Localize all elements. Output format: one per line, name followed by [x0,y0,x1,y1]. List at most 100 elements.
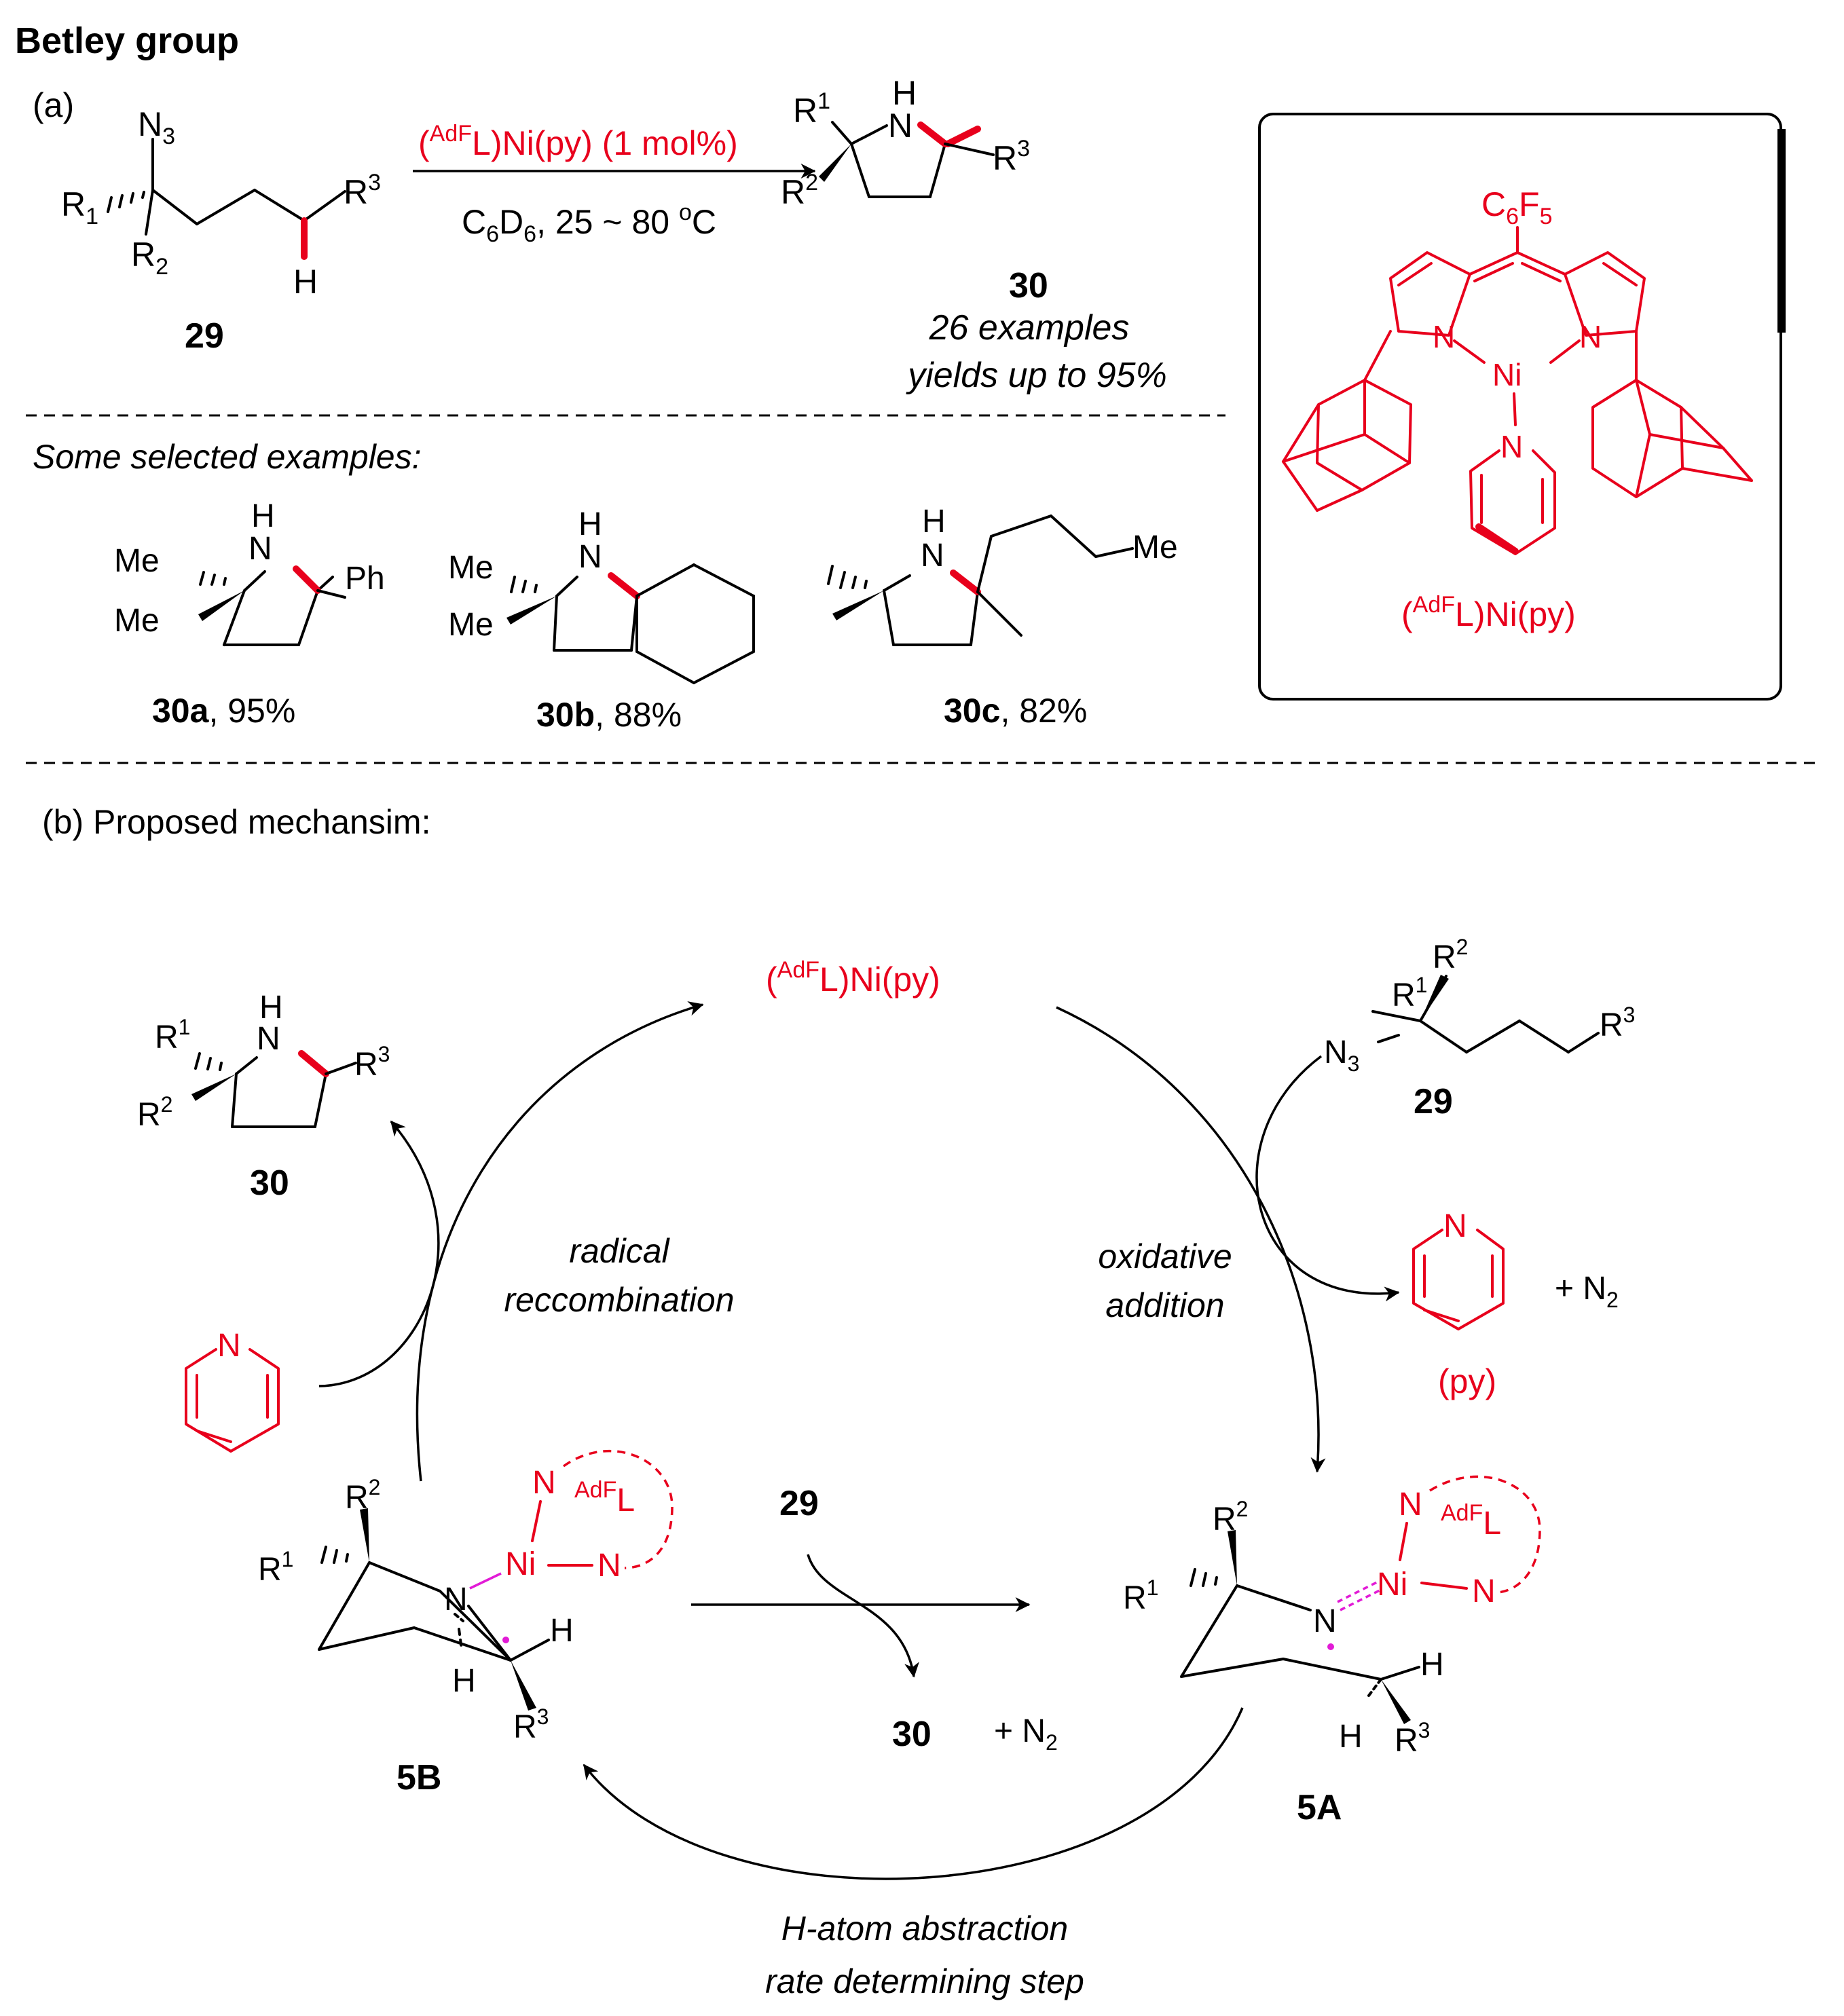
atom-n: N [217,1328,241,1364]
superscript-2: 2 [1456,935,1469,959]
svg-text:(AdFL)Ni(py): (AdFL)Ni(py) [1401,592,1576,633]
svg-text:AdFL: AdFL [1441,1500,1501,1542]
product-id-30: 30 [250,1163,289,1203]
atom-n: N [1472,1573,1496,1609]
svg-text:R3: R3 [1600,1003,1635,1043]
atom-h: H [550,1613,574,1649]
svg-text:(AdFL)Ni(py) (1 mol%): (AdFL)Ni(py) (1 mol%) [418,121,738,162]
atom-n: N [1324,1034,1348,1070]
product-30-structure: H N R3 R1 R2 [781,74,1030,211]
pyridine-right: N [1412,1208,1505,1330]
selected-caption: Some selected examples: [33,438,422,476]
r-group: R [1213,1501,1236,1537]
atom-h: H [452,1663,476,1699]
c6f5-c: C [1481,185,1506,223]
superscript-2: 2 [805,170,818,195]
subscript-2: 2 [1606,1288,1619,1312]
ligand-superscript: AdF [574,1477,616,1503]
svg-text:30c, 82%: 30c, 82% [944,692,1087,730]
ligand-l: L [1483,1506,1501,1542]
r-group: R [137,1097,161,1133]
r-group: R [258,1552,282,1588]
cycle-arrow-right [1056,1006,1326,1473]
svg-text:AdFL: AdFL [574,1477,635,1518]
product-id-30: 30 [1009,266,1048,305]
intermediate-label-5a: 5A [1297,1788,1342,1827]
atom-h: H [1339,1719,1363,1755]
catalyst-superscript: AdF [1413,592,1455,618]
substrate-29-structure: R1 R2 R3 N3 [1324,935,1635,1076]
example-id-30c: 30c [944,692,1000,730]
example-yield-30c: , 82% [1000,692,1087,730]
atom-n: N [444,1582,468,1618]
cond-degree: o [679,200,692,225]
atom-n: N [597,1548,621,1584]
superscript-3: 3 [1623,1003,1636,1027]
methyl: Me [1132,529,1178,565]
atom-n: N [921,538,944,574]
paren-open: ( [418,124,430,162]
r-group: R [1123,1580,1147,1616]
superscript-3: 3 [1017,136,1030,162]
example-yield-30b: , 88% [595,696,682,734]
atom-n: N [578,539,602,575]
atom-n: N [257,1021,280,1057]
substrate-id-29: 29 [185,316,224,356]
r-group: R [1392,977,1416,1013]
byproduct-n2: + N [1555,1271,1606,1307]
atom-n: N [248,531,272,567]
intermediate-5b-structure: R2 R1 N H H R3 Ni N N AdFL [258,1449,674,1745]
r-group: R [1433,939,1456,975]
r-group: R [61,185,86,223]
svg-text:R2: R2 [781,170,818,211]
atom-n: N [532,1465,556,1501]
r-group: R [131,236,155,274]
subscript-3: 3 [1348,1051,1360,1076]
r-group: R [781,173,805,211]
step-label-oxidative: oxidative [1098,1237,1232,1275]
atom-n: N [1579,319,1602,354]
svg-text:N3: N3 [1324,1034,1359,1076]
atom-n: N [1433,319,1455,354]
svg-text:30a, 95%: 30a, 95% [152,692,295,730]
catalyst-superscript: AdF [777,957,819,983]
atom-ni: Ni [505,1546,536,1582]
header-title: Betley group [15,20,239,61]
atom-h: H [578,506,602,542]
ligand-l: L [616,1482,635,1518]
superscript-2: 2 [161,1092,173,1117]
methyl: Me [448,550,494,586]
cycle-arrow-bottom [583,1707,1244,1880]
svg-text:R3: R3 [993,136,1030,177]
svg-text:R2: R2 [1213,1497,1248,1537]
svg-text:R1: R1 [155,1015,190,1056]
svg-text:+ N2: + N2 [1555,1271,1619,1312]
example-yield-30a: , 95% [208,692,295,730]
catalyst-name: L)Ni(py) [1455,595,1576,633]
svg-text:R1: R1 [1123,1575,1158,1616]
atom-n: N [1443,1208,1467,1244]
svg-text:(AdFL)Ni(py): (AdFL)Ni(py) [766,957,940,998]
superscript-3: 3 [1418,1718,1431,1742]
r-group: R [993,139,1017,177]
pyridine-left: N [185,1328,280,1453]
svg-text:R3: R3 [513,1704,549,1745]
r-group: R [513,1709,537,1745]
intermediate-label-5b: 5B [397,1758,441,1797]
r-group: R [1600,1007,1623,1043]
atom-n: N [1500,429,1523,464]
superscript-2: 2 [369,1475,381,1499]
phenyl: Ph [345,561,385,597]
step-label-addition: addition [1105,1286,1224,1324]
cond-sub6b: 6 [523,221,536,247]
step-label-hat: H-atom abstraction [781,1909,1068,1947]
cond-unit: C [692,203,716,241]
c6f5-sub6: 6 [1506,204,1519,229]
svg-text:R1: R1 [793,88,830,130]
cycle-arrow-left [416,1001,704,1482]
step-label-radical: radical [569,1232,670,1270]
r-group: R [1395,1723,1418,1759]
r-group: R [354,1047,378,1083]
svg-text:C6D6, 25 ~ 80 oC: C6D6, 25 ~ 80 oC [462,200,716,247]
scope-yields: yields up to 95% [906,356,1167,395]
